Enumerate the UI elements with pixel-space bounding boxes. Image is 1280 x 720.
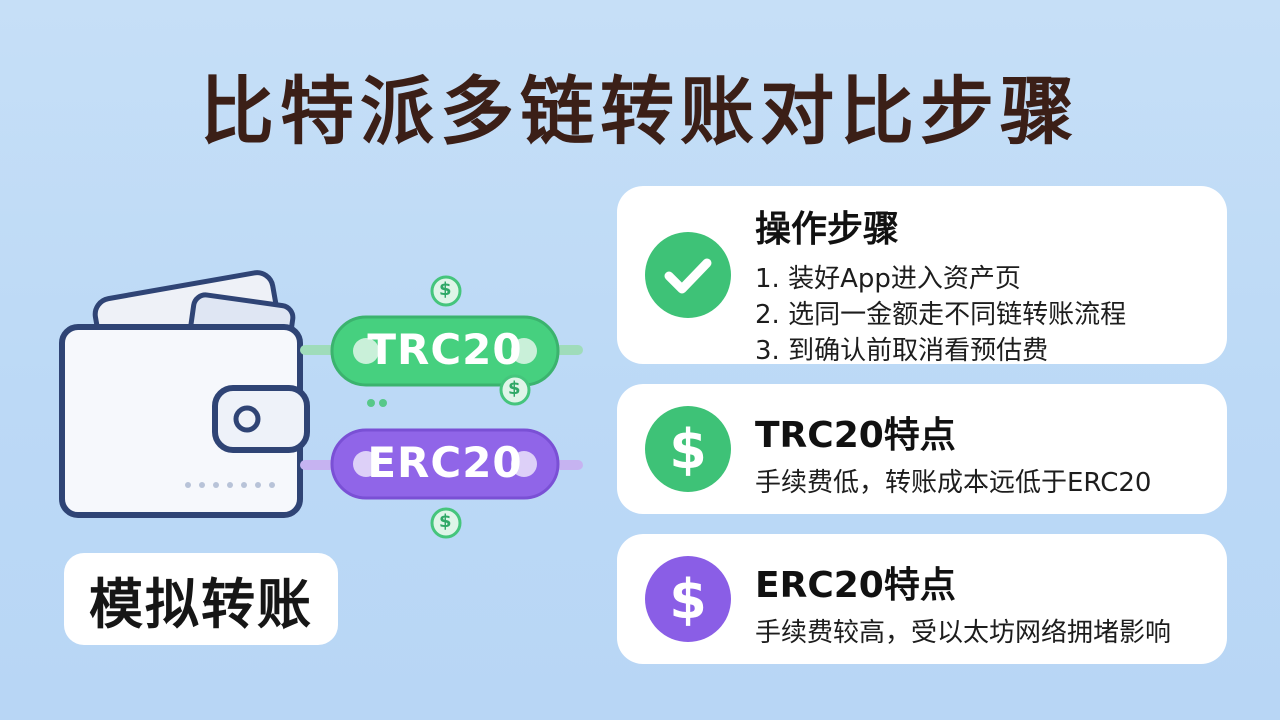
dollar-icon: $ <box>645 406 731 492</box>
erc20-chain-label: ERC20 <box>367 438 523 487</box>
coin-symbol: $ <box>439 511 452 532</box>
page-title: 比特派多链转账对比步骤 <box>200 69 1080 155</box>
svg-text:$: $ <box>669 418 707 481</box>
feature-line: 手续费较高，受以太坊网络拥堵影响 <box>755 618 1172 648</box>
feature-line: 手续费低，转账成本远低于ERC20 <box>755 468 1152 498</box>
card-title: TRC20特点 <box>755 415 956 456</box>
wallet-chains-graphic <box>59 270 583 539</box>
wallet-illustration: $ $ $ TRC20 ERC20 <box>40 255 600 555</box>
card-title: ERC20特点 <box>755 565 956 606</box>
coin-symbol: $ <box>508 378 521 399</box>
coin-icon <box>430 275 531 539</box>
card-erc20: $ ERC20特点 手续费较高，受以太坊网络拥堵影响 <box>617 534 1227 664</box>
simulate-transfer-label: 模拟转账 <box>64 553 338 645</box>
card-title: 操作步骤 <box>755 209 900 250</box>
step-line: 2. 选同一金额走不同链转账流程 <box>755 300 1127 330</box>
card-trc20: $ TRC20特点 手续费低，转账成本远低于ERC20 <box>617 384 1227 514</box>
trc20-chain-label: TRC20 <box>367 325 523 374</box>
card-steps: 操作步骤 1. 装好App进入资产页 2. 选同一金额走不同链转账流程 3. 到… <box>617 186 1227 366</box>
step-line: 3. 到确认前取消看预估费 <box>755 336 1049 366</box>
check-icon <box>645 232 731 318</box>
step-line: 1. 装好App进入资产页 <box>755 264 1021 294</box>
dollar-icon: $ <box>645 556 731 642</box>
svg-text:$: $ <box>669 568 707 631</box>
coin-symbol: $ <box>439 279 452 300</box>
